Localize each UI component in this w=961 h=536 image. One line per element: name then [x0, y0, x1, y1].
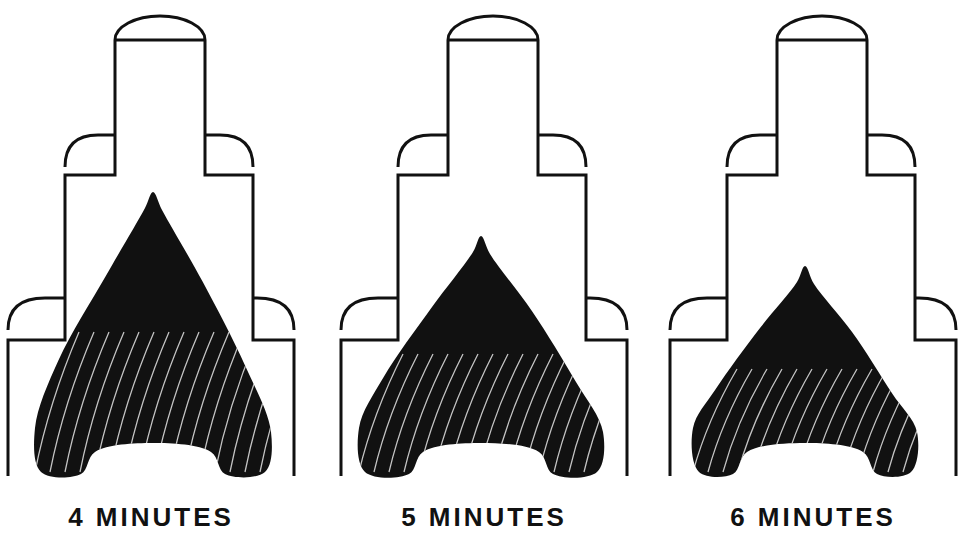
- riser-bump: [398, 135, 448, 167]
- riser-bump: [448, 39, 538, 42]
- riser-bump: [538, 135, 586, 167]
- riser-bump: [777, 39, 867, 42]
- riser-bump: [253, 298, 294, 330]
- texture-streaks: [359, 354, 628, 472]
- riser-bump: [586, 298, 627, 330]
- casting-figure: [8, 16, 304, 477]
- solidified-region: [34, 192, 272, 477]
- texture-streaks: [693, 369, 961, 472]
- solidified-region: [358, 236, 605, 478]
- riser-bump: [205, 135, 253, 167]
- riser-bump: [341, 298, 398, 330]
- time-label: 6 MINUTES: [730, 504, 896, 530]
- riser-bump: [867, 135, 915, 167]
- riser-bump: [670, 298, 727, 330]
- casting-figure: [670, 16, 961, 477]
- riser-bump: [915, 298, 956, 330]
- casting-outline: [8, 16, 294, 476]
- casting-outline: [670, 16, 956, 476]
- riser-bump: [8, 298, 65, 330]
- casting-figure: [341, 16, 628, 478]
- riser-bump: [115, 39, 205, 42]
- texture-streaks: [35, 332, 304, 472]
- riser-bump: [727, 135, 777, 167]
- time-label: 5 MINUTES: [401, 504, 567, 530]
- casting-outline: [341, 16, 627, 476]
- time-label: 4 MINUTES: [68, 504, 234, 530]
- riser-bump: [65, 135, 115, 167]
